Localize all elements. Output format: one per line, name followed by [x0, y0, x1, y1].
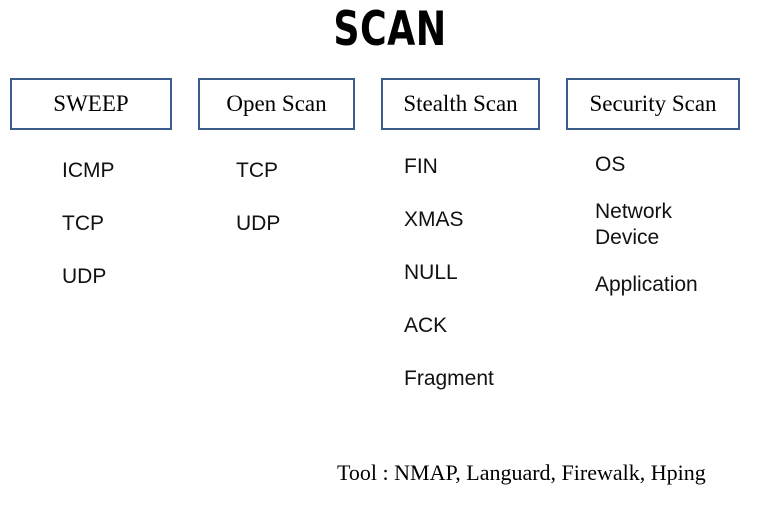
column-security-scan: Security Scan OS Network Device Applicat… [566, 78, 740, 314]
column-list-stealth-scan: FIN XMAS NULL ACK Fragment [381, 130, 540, 392]
column-header-security-scan: Security Scan [566, 78, 740, 130]
list-item: ICMP [62, 159, 115, 182]
column-open-scan: Open Scan TCP UDP [198, 78, 355, 253]
list-item: TCP [62, 212, 104, 235]
list-item: OS [595, 153, 626, 176]
column-list-sweep: ICMP TCP UDP [10, 130, 172, 290]
tools-note: Tool : NMAP, Languard, Firewalk, Hping [337, 460, 706, 485]
list-item: Fragment [404, 367, 494, 390]
column-sweep: SWEEP ICMP TCP UDP [10, 78, 172, 306]
list-item: XMAS [404, 208, 464, 231]
column-header-open-scan: Open Scan [198, 78, 355, 130]
list-item: FIN [404, 155, 438, 178]
scan-category-columns: SWEEP ICMP TCP UDP Open Scan TCP UDP Ste… [0, 78, 780, 438]
column-stealth-scan: Stealth Scan FIN XMAS NULL ACK Fragment [381, 78, 540, 408]
list-item: TCP [236, 159, 278, 182]
page-title: SCAN [333, 2, 447, 57]
list-item: NULL [404, 261, 458, 284]
column-header-sweep: SWEEP [10, 78, 172, 130]
column-list-open-scan: TCP UDP [198, 130, 355, 237]
list-item: UDP [236, 212, 281, 235]
column-list-security-scan: OS Network Device Application [566, 130, 740, 298]
column-header-stealth-scan: Stealth Scan [381, 78, 540, 130]
list-item: Application [595, 273, 698, 296]
list-item: ACK [404, 314, 448, 337]
list-item: Network Device [595, 200, 673, 249]
list-item: UDP [62, 265, 107, 288]
